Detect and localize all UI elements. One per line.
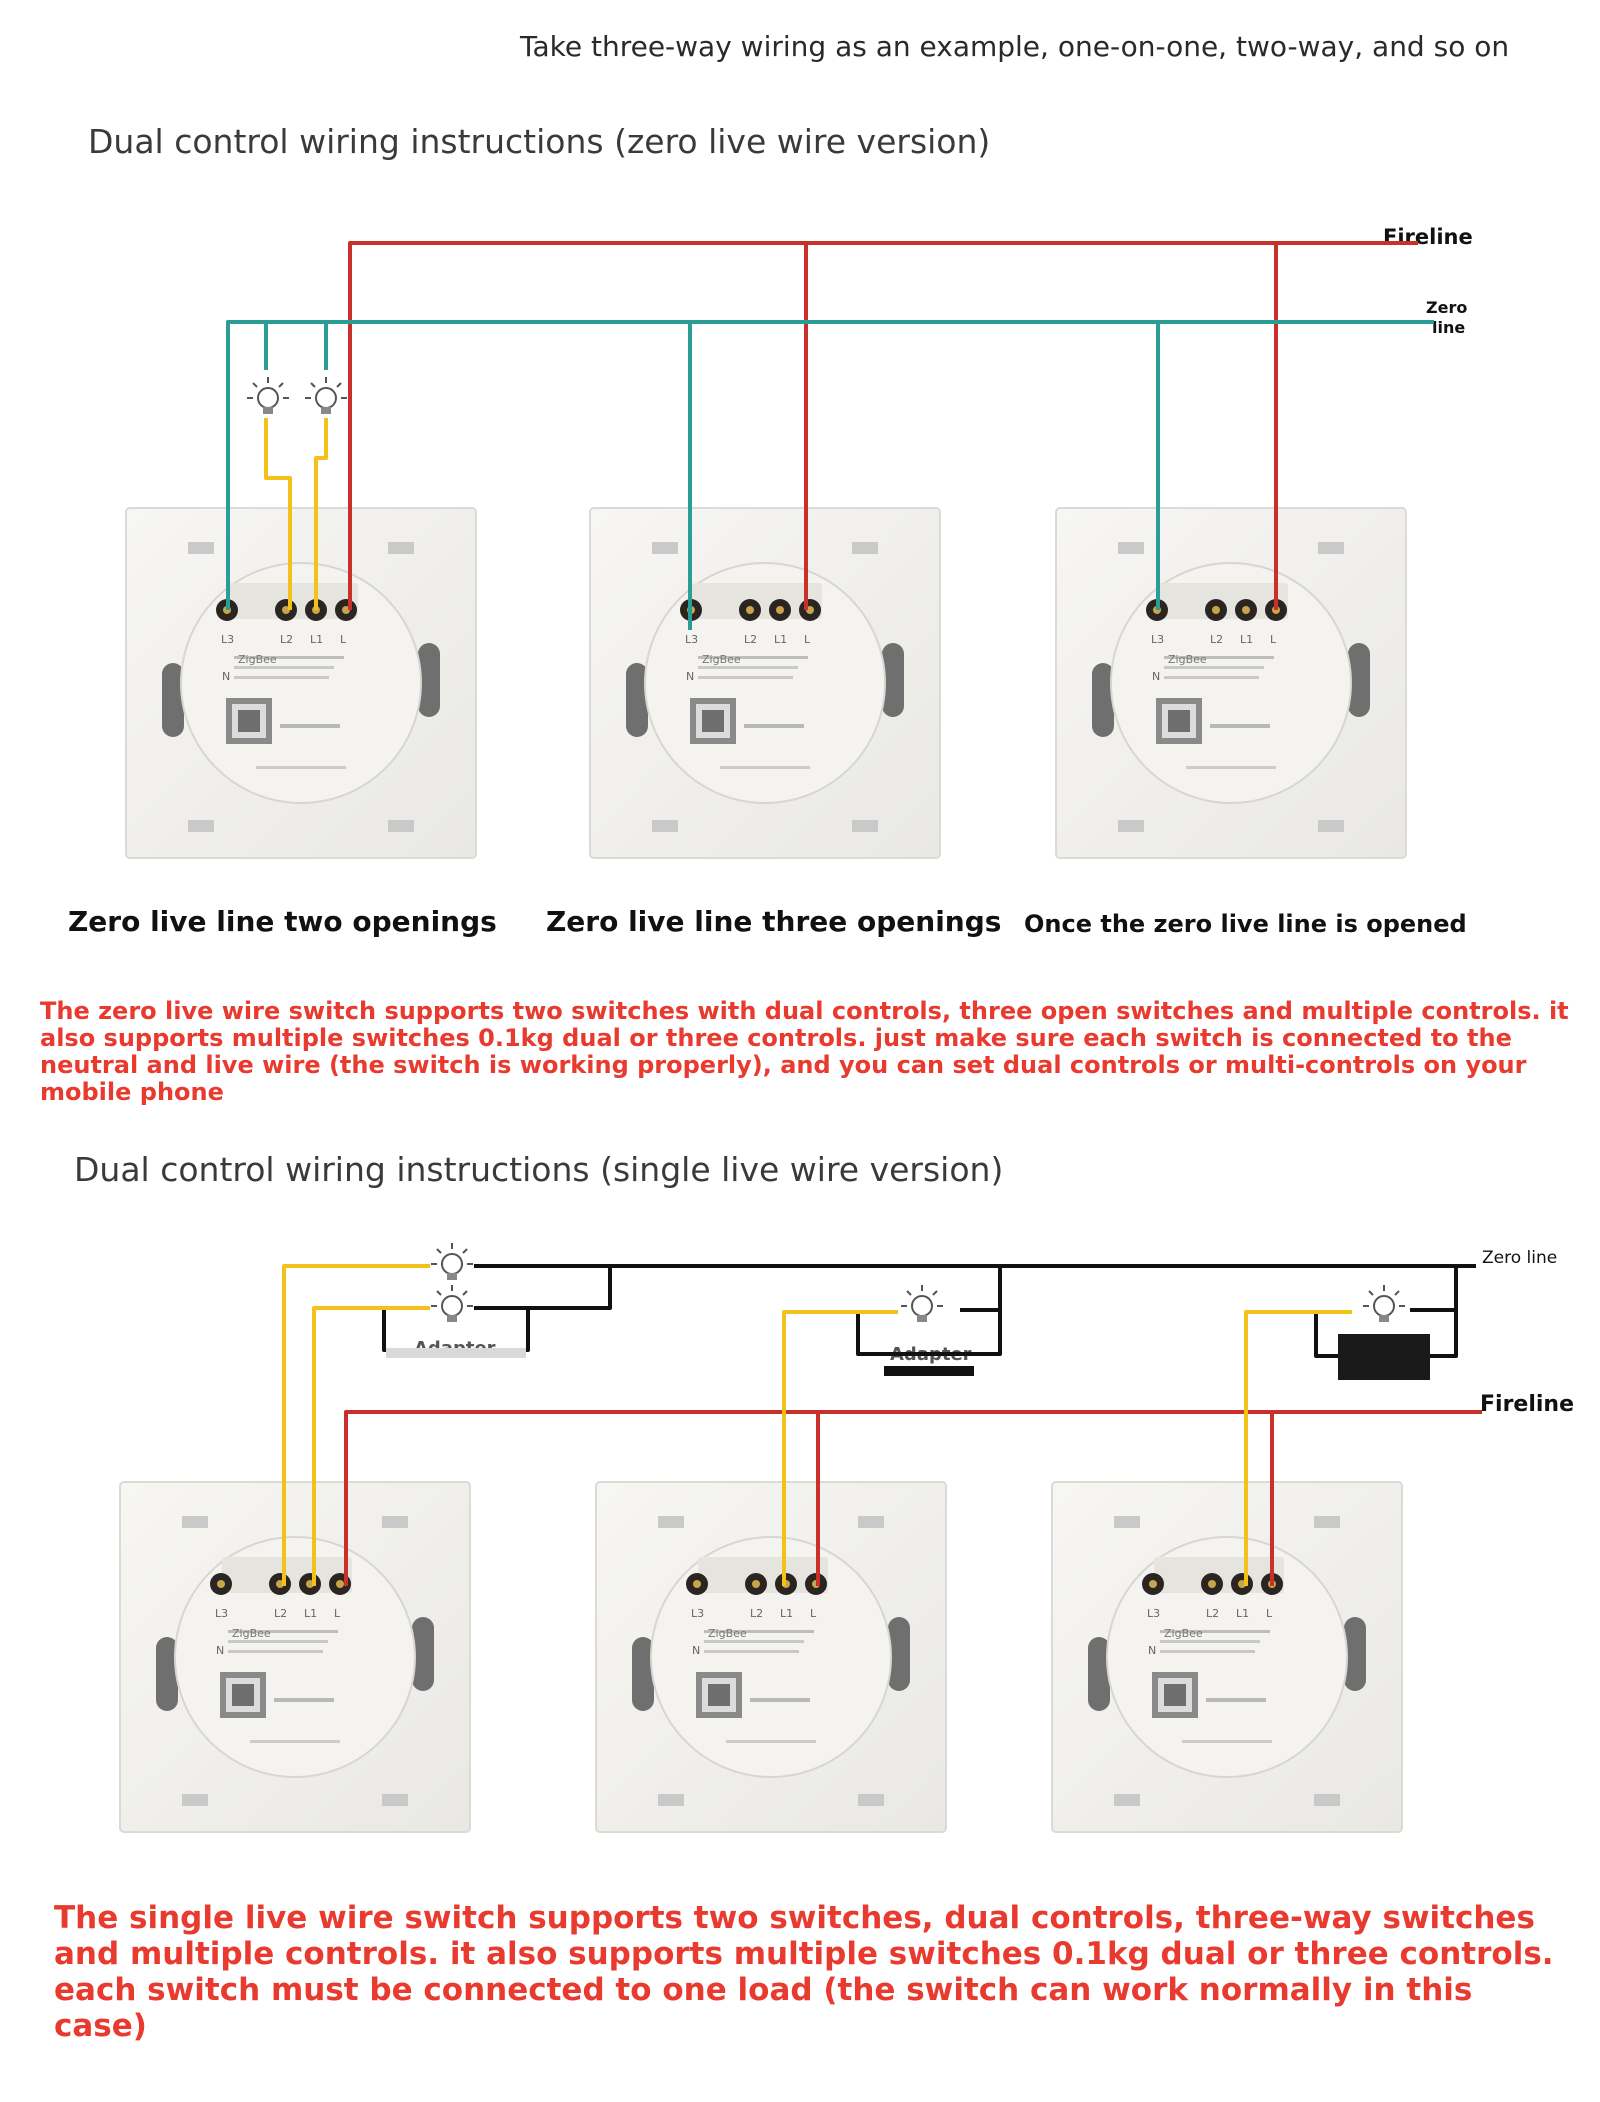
neutral-label: N xyxy=(216,1644,224,1657)
terminal-label: L1 xyxy=(1236,1607,1249,1620)
switch-plate-2a xyxy=(119,1481,471,1833)
bulb-icon-1a xyxy=(246,376,290,415)
terminal-label: L xyxy=(340,633,347,646)
switch-brand-label: ZigBee xyxy=(708,1627,747,1640)
terminal-label: L2 xyxy=(1206,1607,1219,1620)
zero-line-label-1b: line xyxy=(1432,318,1466,337)
neutral-label: N xyxy=(222,670,230,683)
caption-one-opening: Once the zero live line is opened xyxy=(1024,910,1467,938)
zero-line-label-1a: Zero xyxy=(1426,298,1468,317)
switch-plate-1b xyxy=(589,507,941,859)
switch-plate-2b xyxy=(595,1481,947,1833)
switch-brand-label: ZigBee xyxy=(1164,1627,1203,1640)
terminal-label: L xyxy=(1266,1607,1273,1620)
switch-brand-label: ZigBee xyxy=(1168,653,1207,666)
terminal-label: L xyxy=(810,1607,817,1620)
terminal-label: L2 xyxy=(274,1607,287,1620)
switch-brand-label: ZigBee xyxy=(238,653,277,666)
zero-line-label-2: Zero line xyxy=(1482,1248,1558,1268)
adapter-body-1 xyxy=(386,1348,526,1358)
caption-three-openings: Zero live line three openings xyxy=(546,905,1002,938)
terminal-label: L2 xyxy=(744,633,757,646)
bulb-icon-1b xyxy=(304,376,348,415)
section2-title: Dual control wiring instructions (single… xyxy=(74,1150,1004,1189)
terminal-label: L1 xyxy=(774,633,787,646)
neutral-label: N xyxy=(692,1644,700,1657)
terminal-label: L1 xyxy=(304,1607,317,1620)
terminal-label: L1 xyxy=(1240,633,1253,646)
terminal-label: L3 xyxy=(685,633,698,646)
neutral-label: N xyxy=(1152,670,1160,683)
terminal-label: L3 xyxy=(1151,633,1164,646)
adapter-body-2 xyxy=(884,1366,974,1376)
neutral-label: N xyxy=(1148,1644,1156,1657)
terminal-label: L2 xyxy=(1210,633,1223,646)
bulb-icon-2b xyxy=(430,1284,474,1323)
terminal-label: L3 xyxy=(215,1607,228,1620)
fireline-label-2: Fireline xyxy=(1480,1392,1575,1417)
switch-brand-label: ZigBee xyxy=(232,1627,271,1640)
terminal-label: L xyxy=(804,633,811,646)
bulb-icon-2d xyxy=(1362,1284,1406,1323)
terminal-label: L1 xyxy=(310,633,323,646)
neutral-label: N xyxy=(686,670,694,683)
terminal-label: L3 xyxy=(1147,1607,1160,1620)
terminal-label: L3 xyxy=(691,1607,704,1620)
terminal-label: L2 xyxy=(750,1607,763,1620)
section1-note: The zero live wire switch supports two s… xyxy=(40,997,1569,1106)
switch-plate-2c xyxy=(1051,1481,1403,1833)
switch-plate-1a xyxy=(125,507,477,859)
terminal-label: L3 xyxy=(221,633,234,646)
switch-plate-1c xyxy=(1055,507,1407,859)
bulb-icon-2a xyxy=(430,1242,474,1281)
adapter-body-3 xyxy=(1338,1334,1430,1380)
section1-title: Dual control wiring instructions (zero l… xyxy=(88,122,991,161)
terminal-label: L1 xyxy=(780,1607,793,1620)
top-note: Take three-way wiring as an example, one… xyxy=(520,30,1510,63)
caption-two-openings: Zero live line two openings xyxy=(68,905,497,938)
section2-note: The single live wire switch supports two… xyxy=(54,1900,1554,2044)
terminal-label: L xyxy=(1270,633,1277,646)
terminal-label: L2 xyxy=(280,633,293,646)
switch-brand-label: ZigBee xyxy=(702,653,741,666)
terminal-label: L xyxy=(334,1607,341,1620)
bulb-icon-2c xyxy=(900,1284,944,1323)
